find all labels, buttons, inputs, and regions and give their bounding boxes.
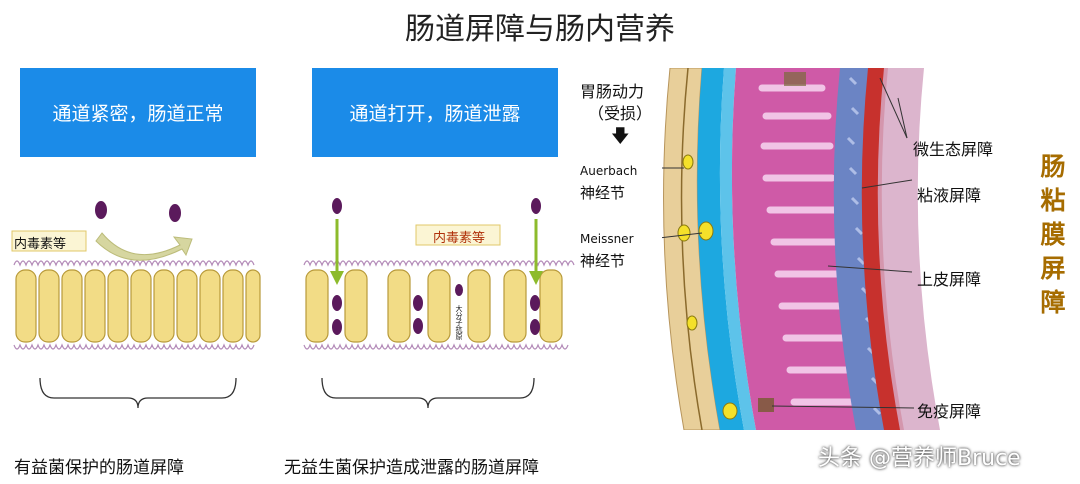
meissner-label: Meissner	[580, 232, 634, 246]
villi-fringe	[13, 260, 255, 350]
deflect-arrow-icon	[95, 232, 193, 261]
page-title: 肠道屏障与肠内营养	[405, 12, 675, 47]
epithelial-cells-tight	[15, 269, 261, 343]
mucosal-barrier-crosssection	[662, 68, 940, 430]
vertical-title-char: 肠	[1040, 152, 1066, 181]
epithelial-cells-leaky	[305, 269, 563, 343]
vertical-title-char: 障	[1040, 288, 1066, 317]
vertical-title-char: 屏	[1040, 254, 1066, 283]
motility-label: 胃肠动力	[580, 82, 645, 101]
serosa-line	[680, 68, 703, 430]
toxin-label: 内毒素等	[433, 231, 486, 246]
bracket-icon	[321, 377, 535, 409]
villi-fringe	[303, 260, 575, 350]
microbial-barrier-label: 微生态屏障	[913, 140, 994, 159]
inner-blue-layer	[719, 68, 756, 430]
microbial-outer-layer	[877, 68, 940, 430]
status-box-leaky: 通道打开，肠道泄露	[312, 68, 558, 157]
toxin-particle	[95, 201, 107, 219]
toxin-particle	[413, 318, 423, 334]
immune-cell	[758, 398, 774, 412]
toxin-particle	[169, 204, 181, 222]
auerbach-ganglion-label: 神经节	[580, 184, 626, 202]
vertical-title-char: 粘	[1040, 186, 1066, 215]
microbe-cell	[784, 72, 806, 86]
down-arrow-icon: 🡇	[611, 126, 630, 147]
toxin-particle	[455, 284, 463, 296]
toxin-particle	[531, 198, 541, 214]
meissner-ganglion-label: 神经节	[580, 252, 626, 270]
status-box-normal: 通道紧密，肠道正常	[20, 68, 256, 157]
caption-tight-barrier: 有益菌保护的肠道屏障	[14, 458, 184, 478]
leaky-barrier-diagram	[303, 198, 575, 409]
mucus-barrier-label: 粘液屏障	[917, 186, 982, 205]
down-arrow-icon	[330, 219, 543, 285]
toxin-particle	[332, 319, 342, 335]
tight-barrier-diagram	[11, 201, 261, 409]
toxin-particle	[332, 295, 342, 311]
villi-epithelium	[758, 84, 860, 406]
toxin-particle	[530, 319, 540, 335]
ganglion-node	[677, 154, 738, 420]
vertical-title: 肠 粘 膜 屏 障	[1036, 150, 1070, 320]
toxin-label: 内毒素等	[14, 237, 67, 252]
toxin-particle	[413, 295, 423, 311]
macromolecule-label: 大分子抗原	[455, 305, 463, 340]
bracket-icon	[39, 377, 237, 409]
toxin-label-box	[11, 230, 87, 252]
motility-impaired-label: （受损）	[588, 104, 653, 123]
vertical-title-char: 膜	[1040, 220, 1066, 249]
toxin-particle	[530, 295, 540, 311]
watermark: 头条 @营养师Bruce	[818, 446, 1021, 471]
toxin-particle	[332, 198, 342, 214]
auerbach-label: Auerbach	[580, 164, 638, 178]
caption-leaky-barrier: 无益生菌保护造成泄露的肠道屏障	[284, 458, 539, 478]
immune-barrier-label: 免疫屏障	[917, 402, 982, 421]
toxin-label-box	[415, 224, 501, 246]
epithelial-barrier-label: 上皮屏障	[917, 270, 982, 289]
label-leader-lines	[662, 77, 915, 409]
blue-submucosa-layer	[697, 68, 744, 430]
